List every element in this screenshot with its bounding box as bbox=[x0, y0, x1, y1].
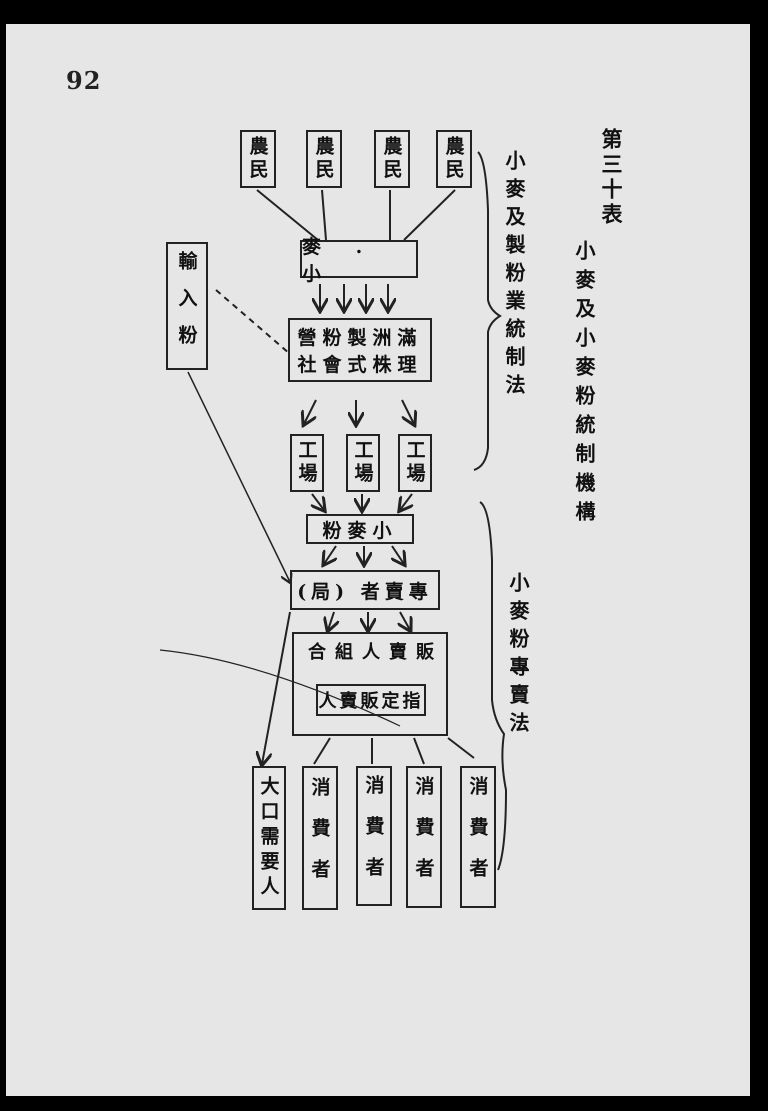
wheat-box: 麥 . 小 bbox=[300, 236, 418, 285]
company-name-line1: 營粉製洲滿 bbox=[297, 327, 423, 349]
farmer-box: 農民 bbox=[240, 130, 276, 188]
table-title: 第三十表 bbox=[599, 128, 624, 228]
consumer-box: 消費者 bbox=[406, 766, 442, 908]
consumer-box: 消費者 bbox=[460, 766, 496, 908]
law-label-monopoly: 小麥粉專賣法 bbox=[506, 572, 530, 740]
farmer-box: 農民 bbox=[436, 130, 472, 188]
consumer-box: 消費者 bbox=[356, 766, 392, 906]
retail-union-label: 合組人賣販 bbox=[308, 642, 443, 663]
farmer-box: 農民 bbox=[374, 130, 410, 188]
table-subtitle: 小麥及小麥粉統制機構 bbox=[572, 240, 596, 530]
company-name-line2: 社會式株理 bbox=[297, 354, 423, 376]
factory-box: 工場 bbox=[398, 434, 432, 492]
imported-flour-box: 輸入粉 bbox=[166, 242, 208, 370]
large-consumer-box: 大口需要人 bbox=[252, 766, 286, 910]
company-box: 營粉製洲滿 社會式株理 bbox=[288, 318, 432, 382]
page-number: 92 bbox=[66, 66, 102, 95]
factory-box: 工場 bbox=[290, 434, 324, 492]
law-label-control: 小麥及製粉業統制法 bbox=[502, 150, 526, 402]
designated-seller-box: 人賣販定指 bbox=[316, 684, 426, 716]
flour-box: 粉麥小 bbox=[306, 514, 414, 544]
farmer-box: 農民 bbox=[306, 130, 342, 188]
paper-page bbox=[6, 24, 750, 1096]
exclusive-seller-box: (局) 者賣專 bbox=[290, 570, 440, 610]
retail-union-box: 合組人賣販 bbox=[292, 632, 448, 736]
consumer-box: 消費者 bbox=[302, 766, 338, 910]
factory-box: 工場 bbox=[346, 434, 380, 492]
